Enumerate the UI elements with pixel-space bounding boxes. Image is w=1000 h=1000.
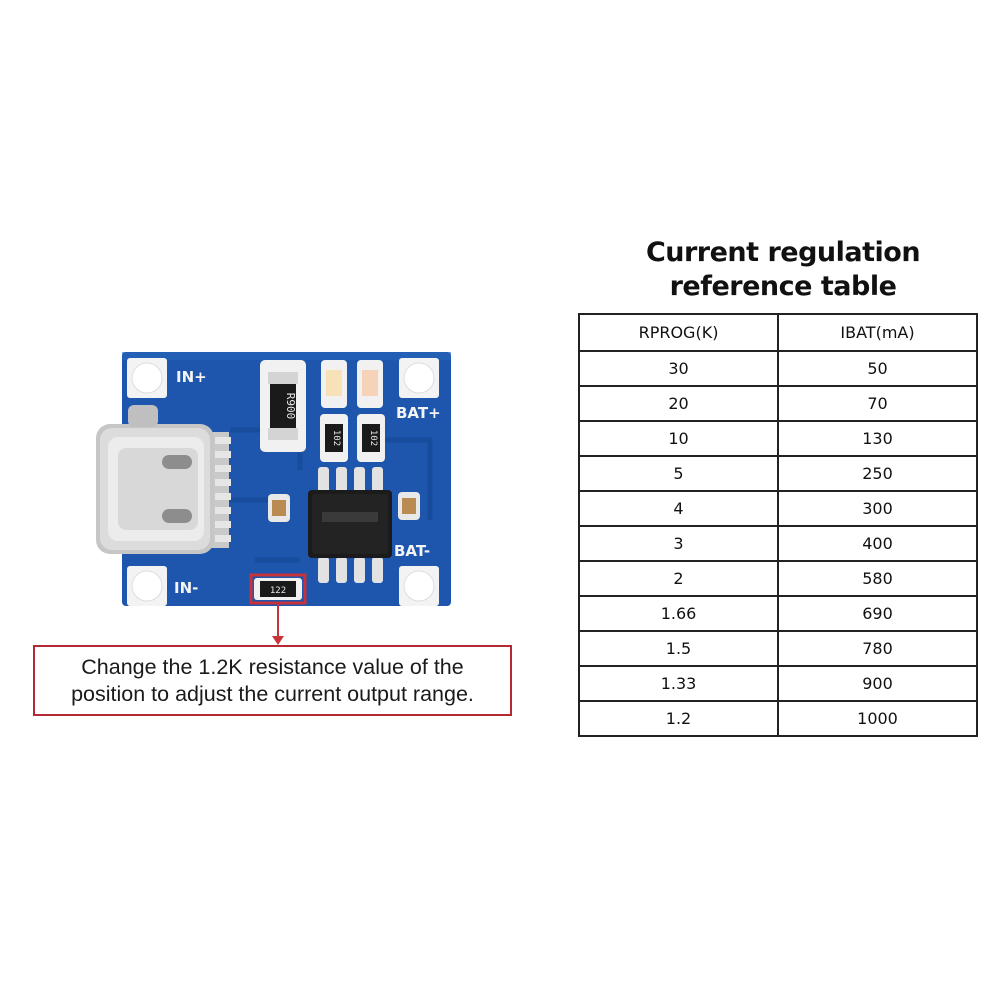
cell-ibat: 250 <box>777 455 978 492</box>
cell-rprog: 1.66 <box>577 595 780 632</box>
cell-rprog: 1.2 <box>577 700 780 737</box>
header-ibat: IBAT(mA) <box>777 313 978 352</box>
cell-rprog: 1.33 <box>577 665 780 702</box>
cell-ibat: 130 <box>777 420 978 457</box>
cell-ibat: 400 <box>777 525 978 562</box>
cell-rprog: 10 <box>577 420 780 457</box>
led-resistors: 102 102 <box>320 414 385 462</box>
callout-text: Change the 1.2K resistance value of the … <box>71 654 474 706</box>
status-leds <box>321 360 383 408</box>
svg-text:122: 122 <box>270 586 286 596</box>
sense-resistor: R900 <box>260 360 306 452</box>
label-in-minus: IN- <box>174 579 198 597</box>
callout-leader-line <box>277 602 279 642</box>
cell-ibat: 50 <box>777 350 978 387</box>
cell-rprog: 4 <box>577 490 780 527</box>
svg-text:102: 102 <box>331 430 341 446</box>
charger-ic <box>308 467 392 583</box>
cell-ibat: 1000 <box>777 700 978 737</box>
mounting-holes <box>127 358 439 606</box>
cell-ibat: 780 <box>777 630 978 667</box>
usb-c-connector <box>96 405 231 554</box>
callout-arrow-icon <box>272 636 284 645</box>
label-bat-plus: BAT+ <box>396 404 441 422</box>
svg-text:102: 102 <box>368 430 378 446</box>
label-in-plus: IN+ <box>176 368 207 386</box>
cell-rprog: 30 <box>577 350 780 387</box>
table-header-row: RPROG(K) IBAT(mA) <box>577 313 978 352</box>
cell-rprog: 1.5 <box>577 630 780 667</box>
label-bat-minus: BAT- <box>394 542 430 560</box>
cell-ibat: 70 <box>777 385 978 422</box>
table-title: Current regulation reference table <box>645 237 921 302</box>
callout-box: Change the 1.2K resistance value of the … <box>33 645 512 716</box>
header-rprog: RPROG(K) <box>577 313 780 352</box>
cell-ibat: 580 <box>777 560 978 597</box>
cell-ibat: 300 <box>777 490 978 527</box>
cell-rprog: 3 <box>577 525 780 562</box>
cell-ibat: 690 <box>777 595 978 632</box>
cell-rprog: 2 <box>577 560 780 597</box>
cell-ibat: 900 <box>777 665 978 702</box>
cell-rprog: 5 <box>577 455 780 492</box>
prog-resistor-highlight: 122 <box>249 573 307 605</box>
svg-text:R900: R900 <box>284 393 297 420</box>
cell-rprog: 20 <box>577 385 780 422</box>
